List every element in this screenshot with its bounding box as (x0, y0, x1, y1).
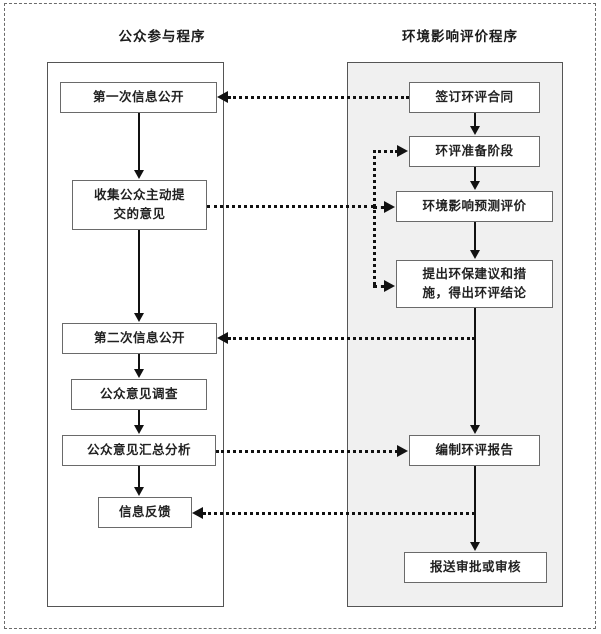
arrowhead-r5exit-to-l6 (192, 507, 203, 519)
node-environmental-recommendations-conclusion[interactable]: 提出环保建议和措 施，得出环评结论 (396, 260, 553, 308)
node-information-feedback[interactable]: 信息反馈 (98, 497, 192, 528)
dotted-line-r5exit-to-l6 (203, 512, 475, 515)
connector-l2-to-l3 (138, 230, 140, 314)
node-first-information-disclosure[interactable]: 第一次信息公开 (60, 82, 217, 113)
arrowhead-l5-to-l6 (134, 487, 144, 496)
arrowhead-r3-to-r4 (470, 250, 480, 259)
arrowhead-r4-to-r5 (470, 425, 480, 434)
connector-l5-to-l6 (138, 466, 140, 488)
dotted-line-l2-trunk (207, 205, 374, 208)
arrowhead-l1-to-l2 (134, 170, 144, 179)
node-submit-for-approval-review[interactable]: 报送审批或审核 (404, 552, 547, 583)
arrowhead-r1-to-r2 (470, 126, 480, 135)
node-environmental-recommendations-line2: 施，得出环评结论 (422, 285, 527, 300)
node-second-information-disclosure[interactable]: 第二次信息公开 (62, 323, 217, 354)
arrowhead-l2-to-l3 (134, 313, 144, 322)
arrowhead-r4exit-to-l3 (217, 332, 228, 344)
connector-r2-to-r3 (474, 167, 476, 182)
arrowhead-l2-to-r4 (384, 280, 395, 292)
node-eia-preparation-stage[interactable]: 环评准备阶段 (409, 136, 540, 167)
arrowhead-r2-to-r3 (470, 181, 480, 190)
arrowhead-l5-to-r5 (397, 445, 408, 457)
connector-l3-to-l4 (138, 354, 140, 370)
node-public-opinion-survey[interactable]: 公众意见调查 (71, 379, 207, 410)
arrowhead-r1-to-l1 (217, 91, 228, 103)
arrowhead-l2-to-r3 (384, 201, 395, 213)
arrowhead-r5-to-r6 (470, 542, 480, 551)
connector-r3-to-r4 (474, 222, 476, 251)
dotted-line-r4exit-to-l3 (228, 337, 475, 340)
dotted-line-l2-to-r2 (373, 150, 398, 153)
connector-l4-to-l5 (138, 410, 140, 426)
node-collect-public-opinions-line1: 收集公众主动提 (93, 187, 185, 203)
node-public-opinion-summary-analysis[interactable]: 公众意见汇总分析 (62, 435, 216, 466)
node-collect-public-opinions-line2: 交的意见 (113, 206, 166, 221)
dotted-line-r1-to-l1 (228, 96, 409, 99)
arrowhead-l4-to-l5 (134, 425, 144, 434)
node-collect-public-opinions[interactable]: 收集公众主动提 交的意见 (72, 180, 207, 230)
connector-r5-to-r6 (474, 466, 476, 543)
node-environmental-recommendations-line1: 提出环保建议和措 (422, 266, 527, 282)
column-title-public-participation: 公众参与程序 (118, 29, 206, 45)
connector-r1-to-r2 (474, 113, 476, 127)
node-sign-eia-contract[interactable]: 签订环评合同 (409, 82, 540, 113)
connector-l1-to-l2 (138, 113, 140, 171)
arrowhead-l2-to-r2 (397, 145, 408, 157)
node-compile-eia-report[interactable]: 编制环评报告 (409, 435, 540, 466)
dotted-line-l2-branch-spine (373, 150, 376, 285)
column-title-eia-procedure: 环境影响评价程序 (402, 29, 518, 45)
node-environmental-impact-prediction[interactable]: 环境影响预测评价 (396, 191, 553, 222)
connector-r4-to-r5 (474, 308, 476, 426)
arrowhead-l3-to-l4 (134, 369, 144, 378)
dotted-line-l5-to-r5 (216, 450, 398, 453)
dotted-line-l2-to-r3 (373, 206, 385, 209)
dotted-line-l2-to-r4 (373, 285, 385, 288)
